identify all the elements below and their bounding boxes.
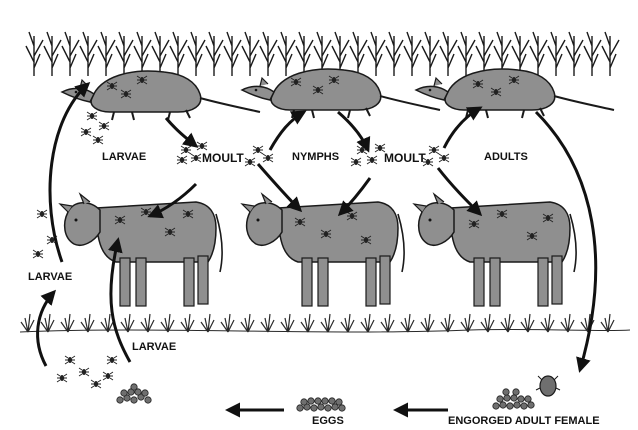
cattle-host-icon [414,194,576,306]
cattle-host-icon [242,194,404,306]
rodent-host-icon [416,69,614,118]
label-moult-right: MOULT [384,152,426,164]
cattle-host-icon [60,194,222,306]
label-adults: ADULTS [484,152,528,163]
label-moult-left: MOULT [202,152,244,164]
rodent-host-icon [242,69,440,118]
label-nymphs: NYMPHS [292,152,339,163]
engorged-female-icon [536,376,560,396]
label-engorged-adult-female: ENGORGED ADULT FEMALE [448,416,600,427]
egg-mass-icon [117,384,534,411]
rodent-host-icon [62,71,260,120]
label-larvae-left: LARVAE [28,272,72,283]
label-larvae-bottom: LARVAE [132,342,176,353]
label-eggs: EGGS [312,416,344,427]
label-larvae-top: LARVAE [102,152,146,163]
